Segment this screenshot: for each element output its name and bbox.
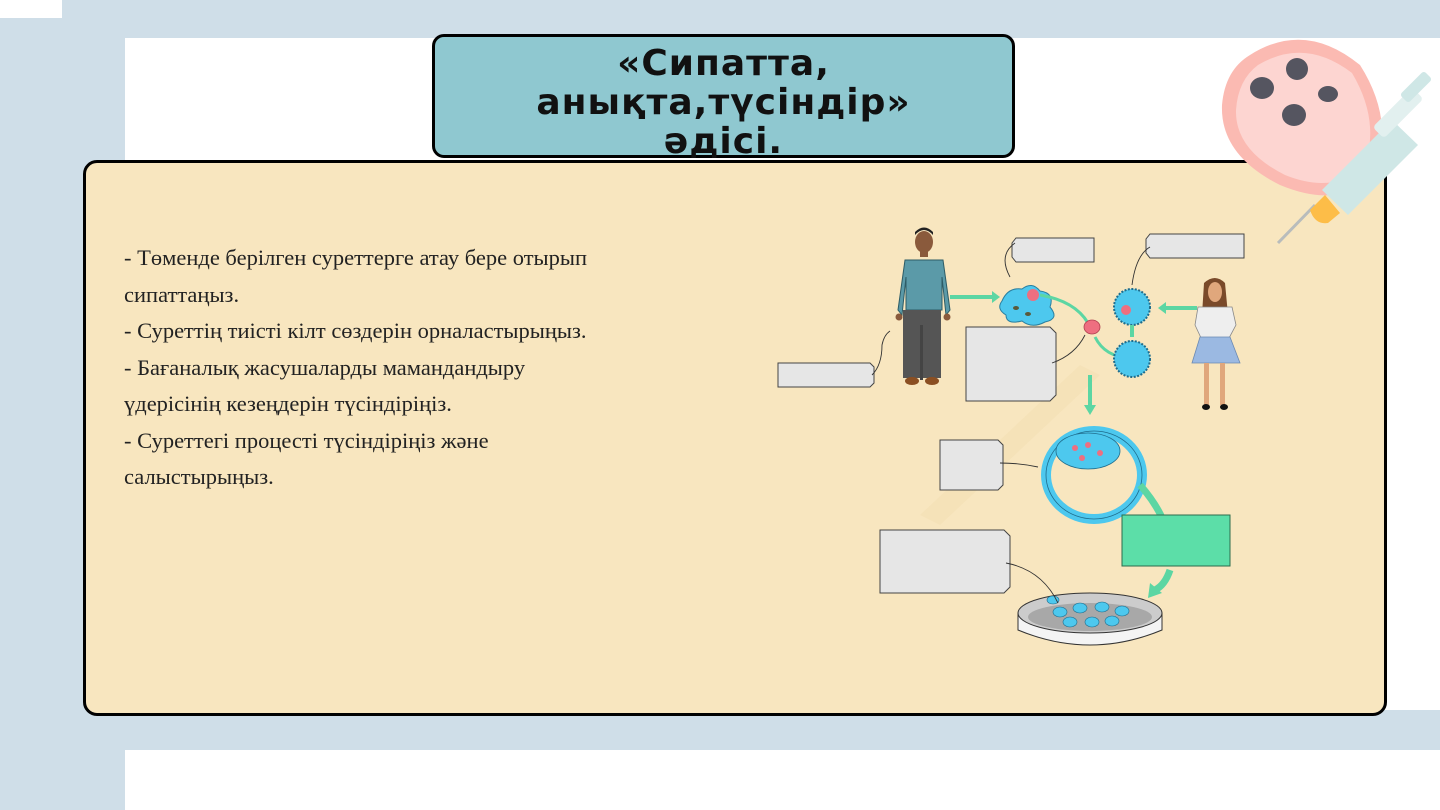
page-title: «Сипатта, анықта,түсіндір» әдісі. bbox=[432, 44, 1015, 161]
title-box bbox=[432, 34, 1015, 158]
instruction-line: - Суреттің тиісті кілт сөздерін орналаст… bbox=[124, 318, 587, 343]
background-corner bbox=[0, 0, 62, 18]
label-zygote[interactable] bbox=[965, 326, 1057, 402]
title-line-2: анықта,түсіндір» bbox=[536, 82, 911, 123]
cell-syringe-icon bbox=[1221, 39, 1432, 245]
instruction-line: салыстырыңыз. bbox=[124, 464, 274, 489]
zygote bbox=[1113, 288, 1197, 378]
arrow-man-to-sperm bbox=[950, 291, 1000, 303]
blastocyst bbox=[1041, 426, 1147, 524]
title-line-3: әдісі. bbox=[663, 121, 784, 162]
instruction-line: - Суреттегі процесті түсіндіріңіз және bbox=[124, 427, 489, 453]
instruction-line: сипаттаңыз. bbox=[124, 281, 240, 307]
label-egg[interactable] bbox=[1145, 233, 1245, 259]
man-figure bbox=[895, 227, 951, 385]
stem-cell-diagram bbox=[777, 227, 1245, 646]
instruction-line: үдерісінің кезеңдерін түсіндіріңіз. bbox=[124, 391, 452, 416]
green-label-box bbox=[1121, 514, 1231, 567]
sperm-cell bbox=[999, 285, 1055, 326]
label-sperm-cell[interactable] bbox=[1011, 237, 1095, 263]
instructions-text: - Төменде берілген суреттерге атау бере … bbox=[124, 240, 724, 496]
background-band-bottom bbox=[0, 710, 1440, 750]
label-cell-culture[interactable] bbox=[879, 529, 1011, 594]
label-man[interactable] bbox=[777, 362, 875, 388]
egg-cell bbox=[1083, 319, 1101, 335]
petri-dish bbox=[1017, 592, 1163, 646]
instruction-line: - Төменде берілген суреттерге атау бере … bbox=[124, 245, 588, 270]
background-band-top bbox=[0, 0, 1440, 38]
title-line-1: «Сипатта, bbox=[617, 43, 830, 84]
woman-figure bbox=[1191, 278, 1241, 410]
instruction-line: - Бағаналық жасушаларды мамандандыру bbox=[124, 354, 526, 380]
background-white-bottom bbox=[125, 750, 1440, 810]
label-blastocyst[interactable] bbox=[939, 439, 1004, 491]
